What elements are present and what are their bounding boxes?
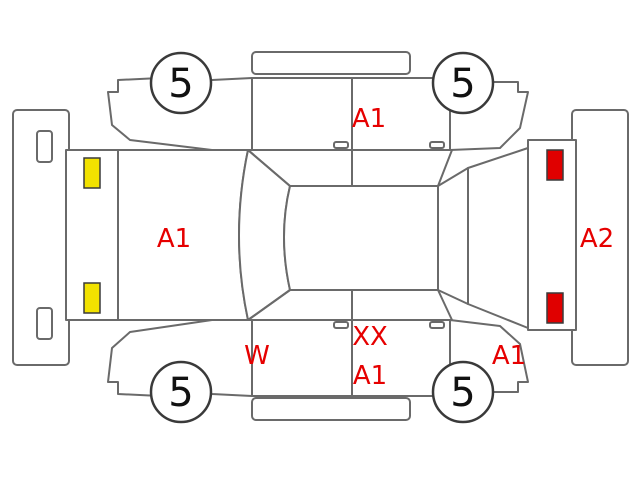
tire-front-right-label: 5	[168, 61, 193, 107]
rear-lamp-panel	[527, 139, 577, 331]
front-lamp-bottom	[83, 282, 101, 314]
front-lamp-top	[83, 157, 101, 189]
mark-right-rear-door: A1	[352, 104, 386, 134]
rear-lamp-top	[546, 149, 564, 181]
tire-front-right: 5	[149, 51, 213, 115]
tire-rear-left: 5	[431, 360, 495, 424]
tire-front-left-label: 5	[168, 370, 193, 416]
mark-rear-bumper: A2	[580, 224, 614, 254]
front-lamp-panel	[65, 149, 119, 321]
mark-left-rear-door-a1: A1	[353, 361, 387, 391]
rear-lamp-bottom	[546, 292, 564, 324]
tire-front-left: 5	[149, 360, 213, 424]
mark-left-front-door: W	[244, 341, 270, 371]
mark-left-rear-fender: A1	[492, 341, 526, 371]
right-rocker-panel	[251, 51, 411, 75]
mark-left-rear-door-xx: XX	[352, 322, 388, 352]
top-view-body	[117, 147, 529, 329]
tire-rear-left-label: 5	[450, 370, 475, 416]
left-side-body	[107, 319, 529, 397]
mark-hood: A1	[157, 224, 191, 254]
tire-rear-right-label: 5	[450, 61, 475, 107]
front-bumper	[12, 109, 70, 366]
left-rocker-panel	[251, 397, 411, 421]
tire-rear-right: 5	[431, 51, 495, 115]
